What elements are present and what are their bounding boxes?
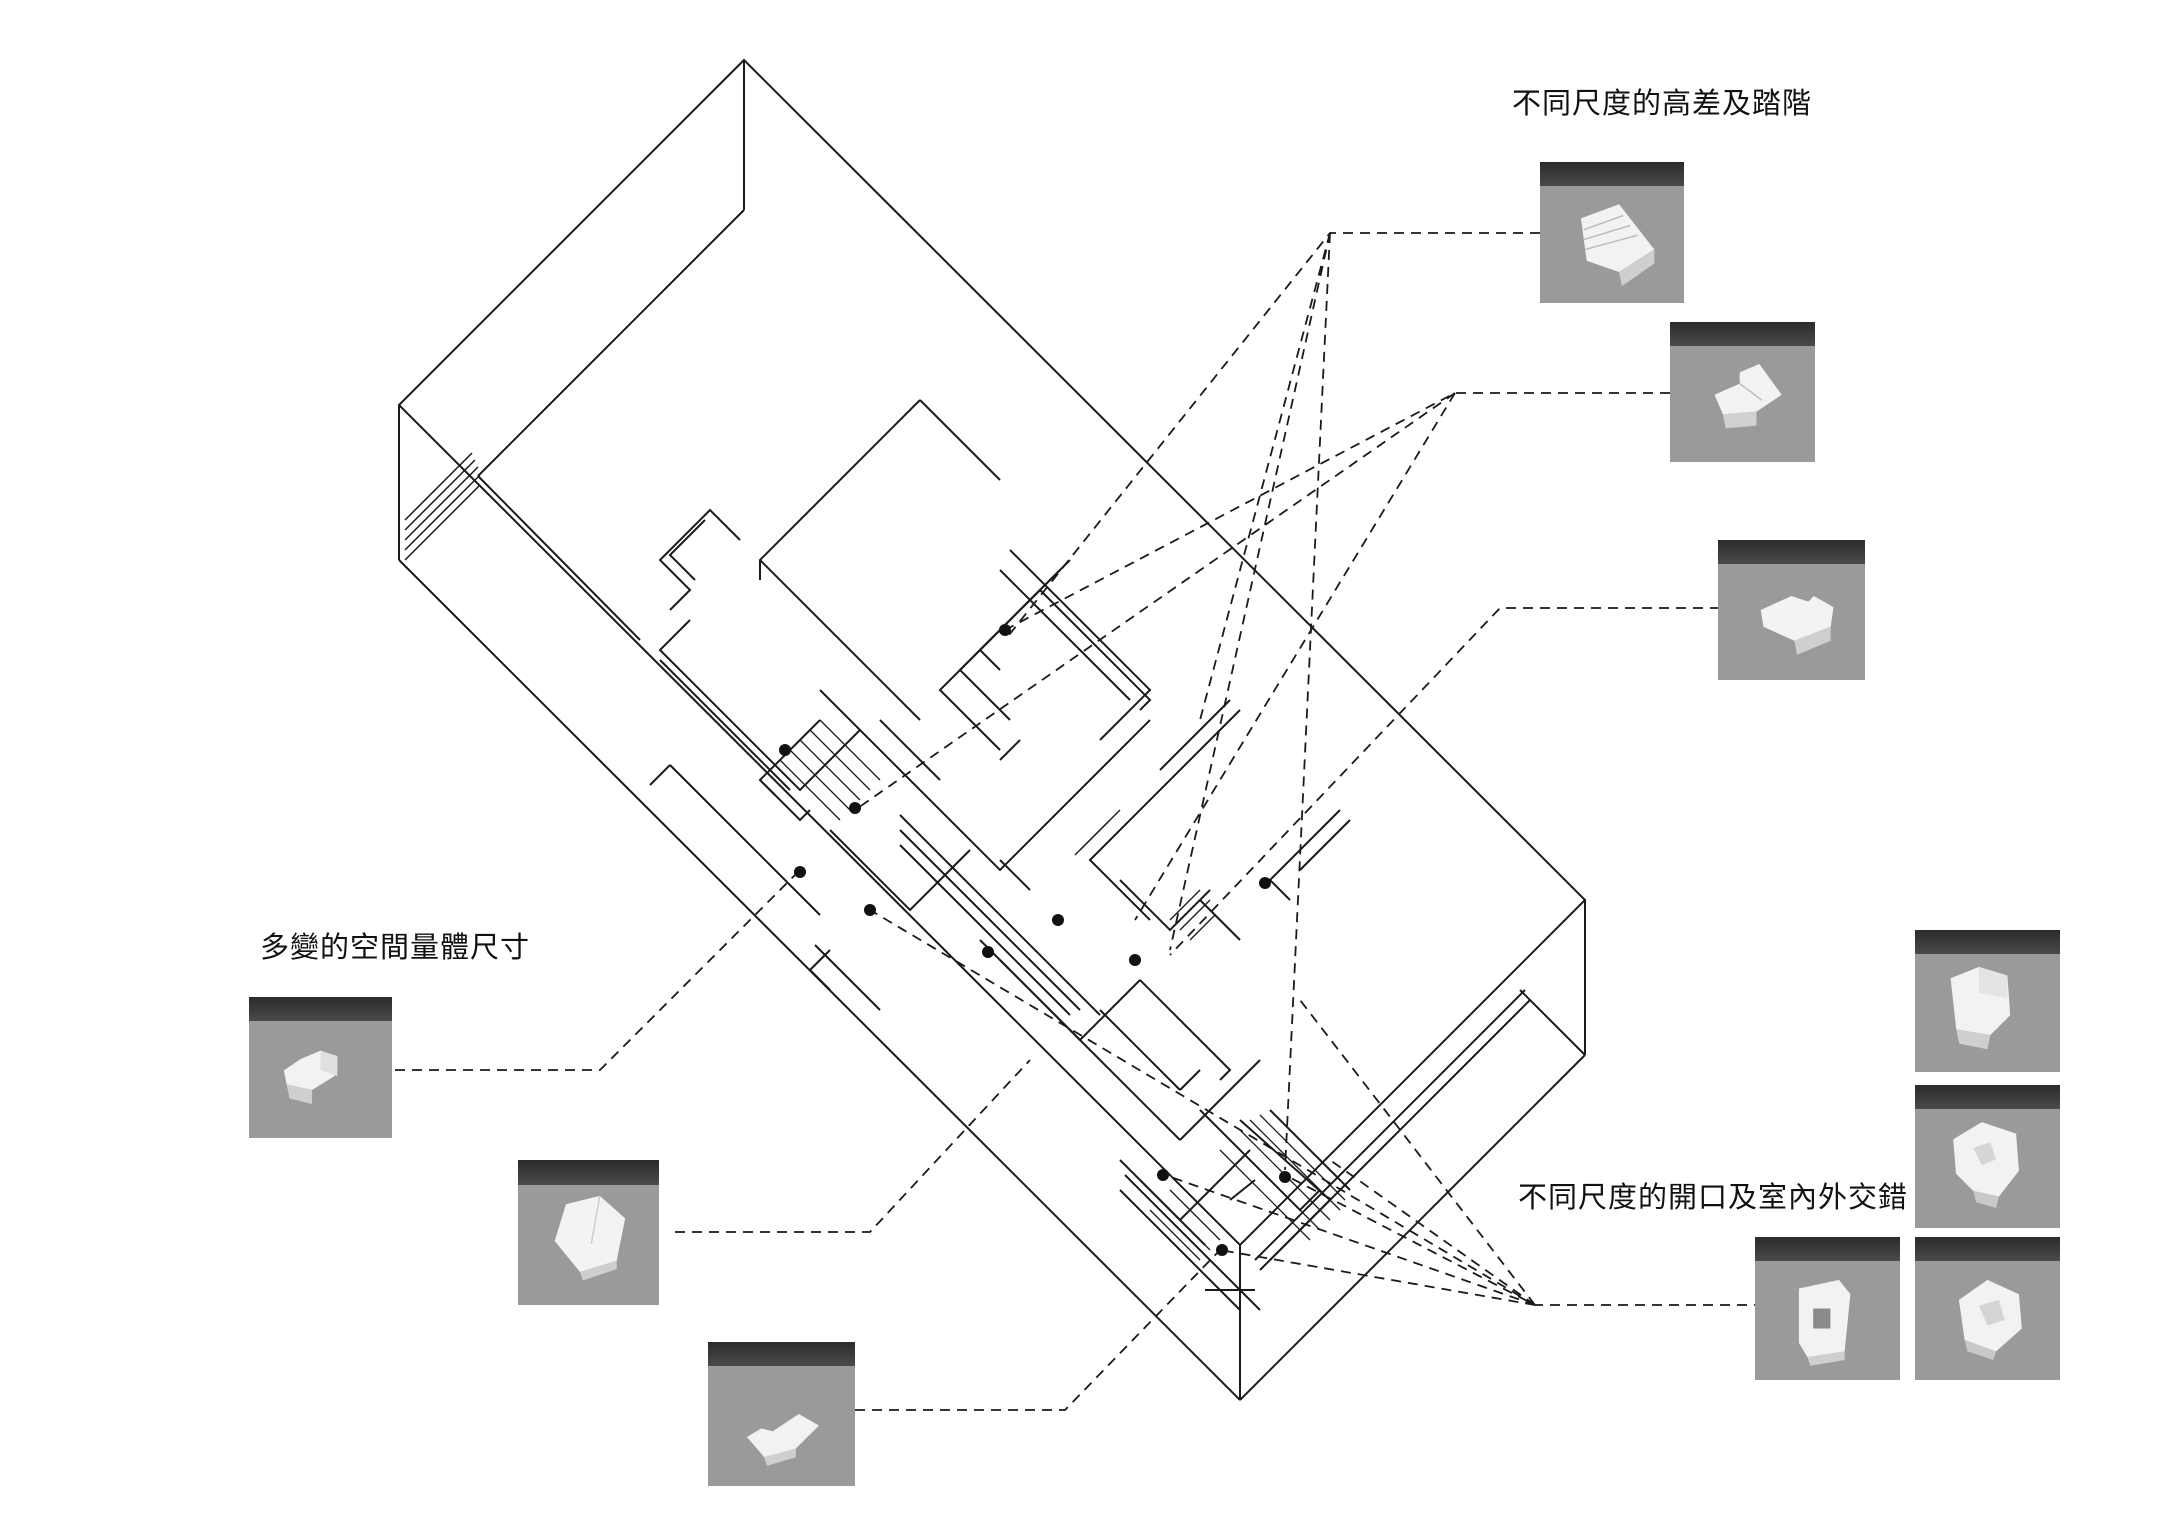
prism-edge xyxy=(477,209,745,477)
node-dot xyxy=(1129,954,1141,966)
node-dot xyxy=(794,866,806,878)
leader-line xyxy=(1284,232,1331,1171)
prism-top-face xyxy=(397,58,1587,1247)
photo-low-block xyxy=(708,1342,855,1486)
node-dot xyxy=(1216,1244,1228,1256)
photo-frame-block xyxy=(1755,1237,1900,1380)
node-dot xyxy=(982,946,994,958)
node-dot xyxy=(1052,914,1064,926)
leader-line xyxy=(675,1059,1031,1233)
node-dot xyxy=(1259,877,1271,889)
node-dot xyxy=(1157,1169,1169,1181)
leader-line xyxy=(854,392,1456,811)
leader-line xyxy=(395,869,801,1071)
node-dot xyxy=(864,904,876,916)
node-dot xyxy=(849,802,861,814)
photo-l-block xyxy=(249,997,392,1138)
photo-stair-wide xyxy=(1540,162,1684,303)
prism-edge xyxy=(1519,989,1586,1056)
leader-line xyxy=(1004,232,1540,641)
label-openings: 不同尺度的開口及室內外交錯 xyxy=(1518,1180,1909,1214)
leader-line xyxy=(1169,607,1720,956)
leader-line xyxy=(1134,392,1456,921)
node-dot xyxy=(999,624,1011,636)
photo-rough-cube xyxy=(1915,1237,2060,1380)
label-steps: 不同尺度的高差及踏階 xyxy=(1512,86,1813,120)
photo-cube-tilted xyxy=(518,1160,659,1305)
leader-line xyxy=(1004,392,1670,631)
label-volumes: 多變的空間量體尺寸 xyxy=(260,930,531,964)
leader-line xyxy=(855,1249,1221,1411)
leader-line xyxy=(1329,1159,1536,1306)
node-dot xyxy=(779,744,791,756)
leader-line xyxy=(1299,999,1536,1306)
leader-line xyxy=(869,909,1536,1306)
prism-edge xyxy=(1239,1054,1586,1401)
node-dot xyxy=(1279,1171,1291,1183)
photo-eroded-block xyxy=(1915,1085,2060,1228)
leader-line xyxy=(1169,232,1331,951)
photo-step-block xyxy=(1718,540,1865,680)
leader-line xyxy=(1219,1249,1536,1306)
leader-line xyxy=(1164,1174,1536,1306)
photo-stair-small xyxy=(1670,322,1815,462)
photo-stacked-cubes xyxy=(1915,930,2060,1072)
